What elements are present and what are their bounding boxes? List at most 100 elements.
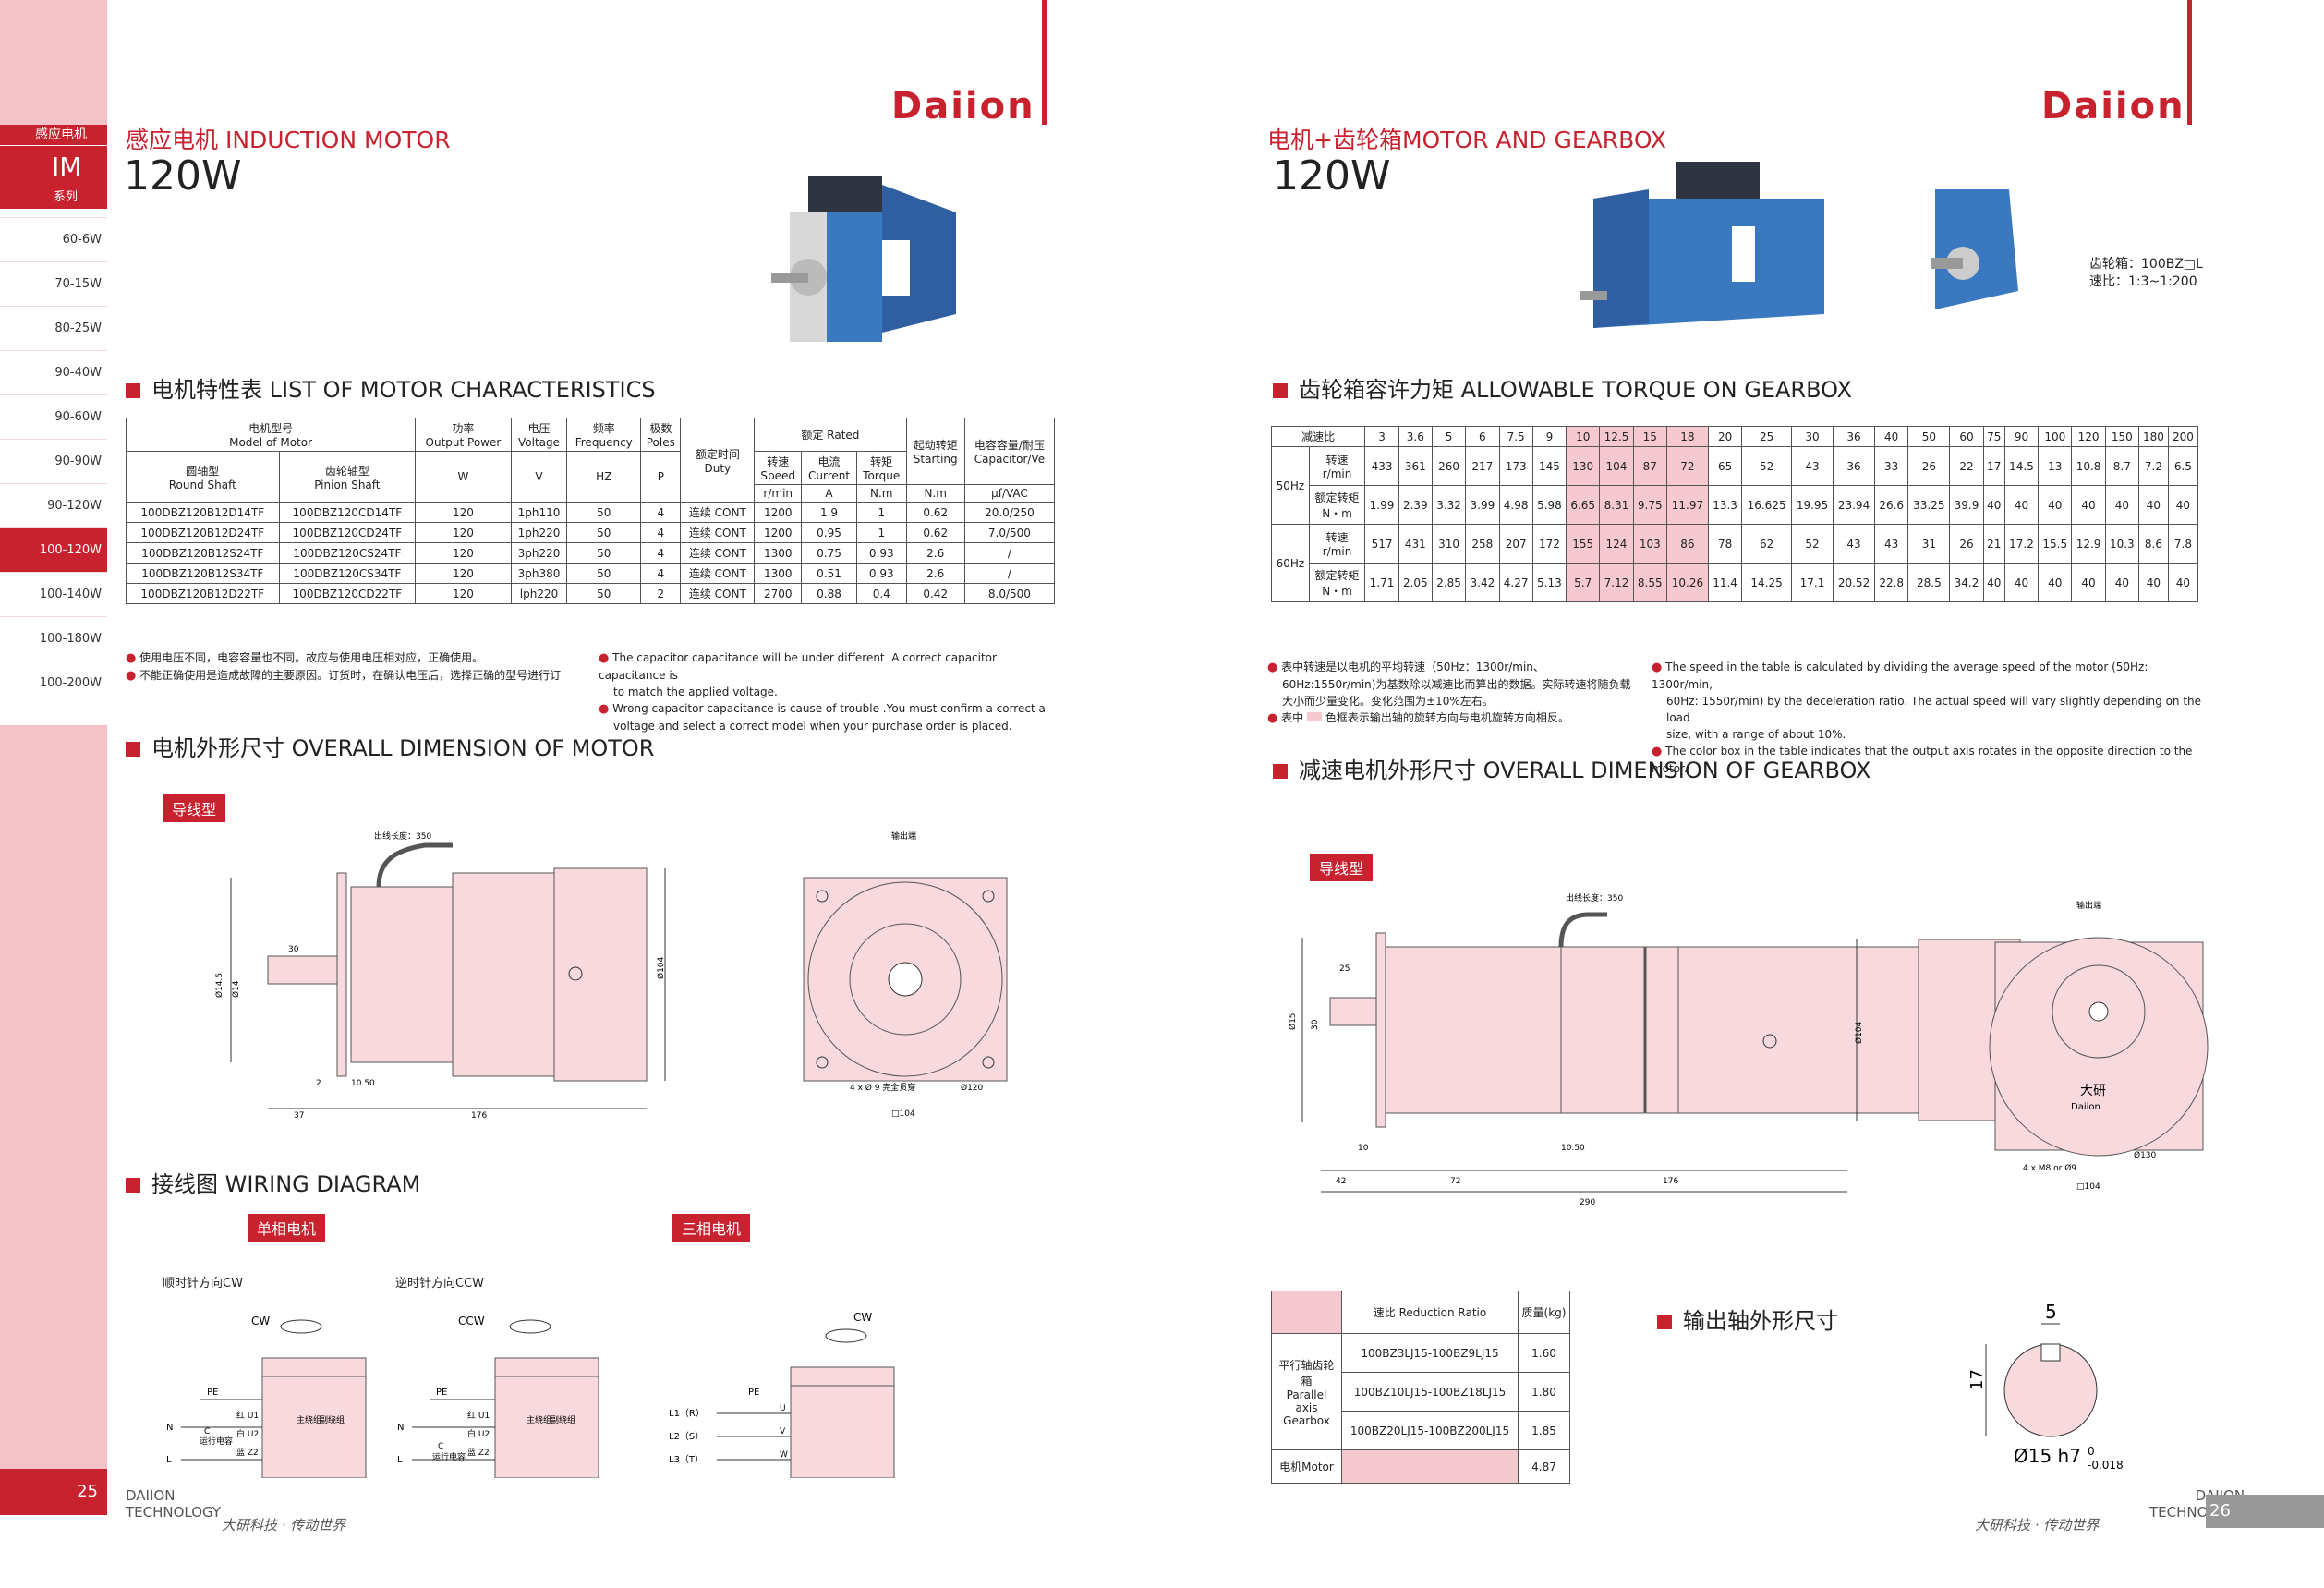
mass-ratio: 100BZ20LJ15-100BZ200LJ15 <box>1341 1411 1519 1450</box>
sidebar-item[interactable]: 100-140W <box>0 572 107 616</box>
dim-2: 2 <box>316 1079 321 1088</box>
th-unit: W <box>415 451 512 503</box>
table-cell: 连续 CONT <box>680 522 756 543</box>
th-text: Poles <box>646 436 675 449</box>
table-cell: 1300 <box>754 563 803 584</box>
w-n: N <box>166 1423 173 1433</box>
dim-d104: Ø104 <box>1854 1021 1864 1044</box>
sidebar-item[interactable]: 90-60W <box>0 394 107 439</box>
dim-25: 25 <box>1339 964 1350 974</box>
th-unit: N.m <box>905 484 965 503</box>
value-cell: 17 <box>1982 446 2005 486</box>
table-cell: 100DBZ120CD24TF <box>278 522 417 543</box>
ratio-cell: 75 <box>1982 426 2005 447</box>
value-cell: 40 <box>2071 563 2106 602</box>
sidebar-item[interactable]: 90-40W <box>0 350 107 394</box>
sidebar-item-active[interactable]: 100-120W <box>0 527 107 572</box>
value-cell: 34.2 <box>1949 563 1984 602</box>
w-pe: PE <box>207 1388 218 1398</box>
w-pe: PE <box>436 1388 447 1398</box>
w-l: L <box>397 1455 403 1465</box>
w-n: N <box>397 1423 404 1433</box>
dim-176: 176 <box>471 1111 487 1121</box>
w-main: 主绕组 <box>297 1414 321 1425</box>
th-text: Capacitor/Ve <box>974 453 1046 466</box>
note-line: voltage and select a correct model when … <box>613 720 1012 733</box>
gearbox-shaft <box>1580 291 1607 300</box>
note-line: ● The speed in the table is calculated b… <box>1652 659 2206 693</box>
notes-cn-right: ● 表中转速是以电机的平均转速（50Hz：1300r/min、 60Hz:155… <box>1267 659 1674 727</box>
sidebar-nav: 60-6W 70-15W 80-25W 90-40W 90-60W 90-90W… <box>0 217 107 725</box>
ratio-cell: 36 <box>1833 426 1876 447</box>
table-cell: 100DBZ120B12D14TF <box>126 502 280 523</box>
section-title-text: 接线图 WIRING DIAGRAM <box>151 1171 421 1197</box>
value-cell: 16.625 <box>1741 485 1792 525</box>
sidebar-pink-bottom <box>0 725 107 1469</box>
sidebar-item[interactable]: 90-90W <box>0 439 107 483</box>
w-red: 红 U1 <box>236 1410 259 1421</box>
value-cell: 13 <box>2038 446 2073 486</box>
front-view-circle-inner <box>849 923 962 1036</box>
value-cell: 15.5 <box>2038 524 2073 564</box>
value-cell: 3.99 <box>1465 485 1500 525</box>
mark-icon <box>1762 1034 1777 1049</box>
ratio-cell: 150 <box>2104 426 2139 447</box>
value-cell: 124 <box>1599 524 1634 564</box>
value-cell: 12.9 <box>2071 524 2106 564</box>
factory-mark: 大研 <box>2080 1084 2106 1098</box>
ratio-cell: 40 <box>1874 426 1909 447</box>
row-unit-text: N・m <box>1322 506 1352 520</box>
notes-en-right: ● The speed in the table is calculated b… <box>1652 659 2206 777</box>
value-cell: 2.39 <box>1398 485 1433 525</box>
dim-1050: 10.50 <box>1561 1144 1585 1153</box>
ratio-cell: 20 <box>1707 426 1743 447</box>
value-cell: 10.8 <box>2071 446 2106 486</box>
th-text: 转矩 <box>870 455 893 468</box>
w-white: 白 U2 <box>236 1428 259 1439</box>
table-cell: 2.6 <box>905 563 965 584</box>
w-cw: CW <box>251 1315 270 1327</box>
table-cell: 100DBZ120CD14TF <box>278 502 417 523</box>
section-title-gearbox-dimension: 减速电机外形尺寸 OVERALL DIMENSION OF GEARBOX <box>1273 752 1870 784</box>
sidebar-item[interactable]: 60-6W <box>0 217 107 261</box>
sidebar-item[interactable]: 100-180W <box>0 616 107 661</box>
value-cell: 43 <box>1833 524 1876 564</box>
note-line: ● Wrong capacitor capacitance is cause o… <box>599 700 1053 718</box>
w-red: 红 U1 <box>467 1410 490 1421</box>
table-cell: 100DBZ120CS34TF <box>278 563 417 584</box>
header-bar <box>1042 0 1047 125</box>
value-cell: 17.2 <box>2003 524 2040 564</box>
value-cell: 17.1 <box>1790 563 1834 602</box>
gearbox-flange <box>1375 932 1386 1128</box>
motor-flange-outline <box>350 886 454 1063</box>
ratio-cell: 9 <box>1531 426 1567 447</box>
sidebar-item[interactable]: 70-15W <box>0 261 107 306</box>
shaft-tol-down: -0.018 <box>2088 1459 2124 1472</box>
note-line: ● The color box in the table indicates t… <box>1652 743 2206 777</box>
th-text: 电流 <box>817 455 841 468</box>
sidebar-item[interactable]: 100-200W <box>0 661 107 705</box>
ratio-cell: 12.5 <box>1599 426 1634 447</box>
w-pe: PE <box>748 1388 759 1398</box>
sidebar-item[interactable]: 80-25W <box>0 306 107 350</box>
tag-lead-type: 导线型 <box>1310 854 1374 881</box>
dim-1050: 10.50 <box>351 1079 375 1088</box>
section-title-text: 电机特性表 LIST OF MOTOR CHARACTERISTICS <box>151 377 656 403</box>
section-title-text: 减速电机外形尺寸 OVERALL DIMENSION OF GEARBOX <box>1299 758 1871 783</box>
footer-brand: DAIION <box>126 1487 176 1504</box>
w-cw: CW <box>853 1311 872 1324</box>
note-text: 不能正确使用是造成故障的主要原因。订货时，在确认电压后，选择正确的型号进行订 <box>139 669 562 682</box>
w-c: C <box>204 1427 210 1436</box>
ratio-cell: 100 <box>2038 426 2073 447</box>
sidebar-item[interactable]: 90-120W <box>0 483 107 527</box>
value-cell: 26.6 <box>1874 485 1909 525</box>
note-text: 使用电压不同，电容容量也不同。故应与使用电压相对应，正确使用。 <box>139 651 484 664</box>
